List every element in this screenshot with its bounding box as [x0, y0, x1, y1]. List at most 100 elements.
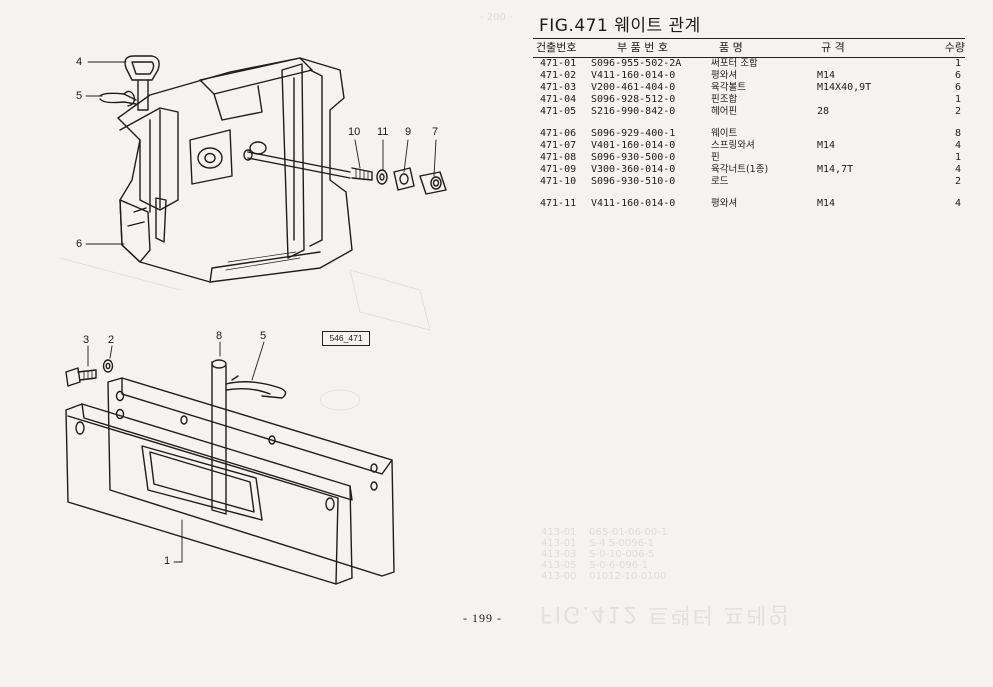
cell-qty: 4 [954, 140, 961, 151]
page-number: - 199 - [463, 611, 502, 625]
cell-ref-no: 471-03 [540, 82, 577, 93]
leader-lines-bottom [87, 341, 265, 563]
table-row: 471-05 S216-990-842-0 헤어핀 28 2 [533, 106, 965, 118]
table-row: 471-06 S096-929-400-1 웨이트 8 [533, 128, 965, 140]
cell-part-no: V411-160-014-0 [591, 198, 676, 209]
cell-qty: 4 [954, 164, 961, 175]
cell-part-name: 웨이트 [711, 128, 738, 139]
cell-part-no: S096-955-502-2A [591, 58, 682, 69]
cell-part-name: 평와셔 [711, 70, 738, 81]
cell-qty: 6 [954, 82, 961, 93]
cell-spec: M14,7T [817, 164, 854, 175]
table-row: 471-10 S096-930-510-0 로드 2 [533, 176, 965, 188]
cell-ref-no: 471-11 [540, 198, 577, 209]
cell-part-no: S216-990-842-0 [591, 106, 676, 117]
cell-spec: M14 [817, 140, 836, 151]
cell-part-name: 헤어핀 [711, 106, 738, 117]
table-row: 471-11 V411-160-014-0 평와셔 M14 4 [533, 198, 965, 210]
cell-spec: 28 [817, 106, 830, 117]
show-through-text: - 200 - [480, 12, 513, 23]
cell-ref-no: 471-05 [540, 106, 577, 117]
cell-qty: 6 [954, 70, 961, 81]
table-row: 471-01 S096-955-502-2A 써포터 조합 1 [533, 58, 965, 70]
header-name: 품 명 [719, 41, 743, 54]
cell-qty: 1 [954, 94, 961, 105]
show-through-drawing [59, 257, 431, 411]
callout-2: 2 [108, 334, 115, 346]
cell-qty: 8 [954, 128, 961, 139]
callout-8: 8 [216, 330, 223, 342]
table-row: 471-04 S096-928-512-0 핀조합 1 [533, 94, 965, 106]
header-qty: 수량 [944, 41, 965, 54]
cell-ref-no: 471-01 [540, 58, 577, 69]
cell-ref-no: 471-09 [540, 164, 577, 175]
rod-and-fasteners-drawing [243, 149, 447, 195]
callout-5: 5 [76, 90, 83, 102]
parts-list: FIG.471 웨이트 관계 건출번호 부 품 번 호 품 명 규 격 수량 4… [533, 14, 965, 210]
callout-4: 4 [76, 56, 83, 68]
cell-part-no: V300-360-014-0 [591, 164, 676, 175]
cell-part-name: 핀조합 [711, 94, 738, 105]
figure-code-box: 546_471 [322, 331, 370, 346]
cell-part-name: 육각볼트 [711, 82, 746, 93]
table-row: 471-03 V200-461-404-0 육각볼트 M14X40,9T 6 [533, 82, 965, 94]
cell-ref-no: 471-06 [540, 128, 577, 139]
cell-part-name: 핀 [711, 152, 720, 163]
cell-qty: 2 [954, 106, 961, 117]
cell-ref-no: 471-08 [540, 152, 577, 163]
cell-part-no: S096-930-500-0 [591, 152, 676, 163]
table-row: 471-02 V411-160-014-0 평와셔 M14 6 [533, 70, 965, 82]
callout-1: 1 [164, 555, 171, 567]
figure-title: FIG.471 웨이트 관계 [539, 16, 701, 36]
header-ref-no: 건출번호 [536, 41, 577, 54]
cell-part-no: S096-928-512-0 [591, 94, 676, 105]
group-spacer [533, 188, 965, 198]
callout-6: 6 [76, 238, 83, 250]
pin-assembly-drawing [124, 55, 160, 111]
cell-part-name: 육각너트(1종) [711, 164, 769, 175]
header-spec: 규 격 [821, 41, 845, 54]
callout-11: 11 [377, 126, 389, 138]
cell-qty: 1 [954, 58, 961, 69]
parts-diagram [59, 55, 447, 585]
cell-ref-no: 471-07 [540, 140, 577, 151]
cell-part-name: 써포터 조합 [711, 58, 758, 69]
cell-spec: M14 [817, 198, 836, 209]
cell-part-no: V401-160-014-0 [591, 140, 676, 151]
group-spacer [533, 118, 965, 128]
weight-plates-drawing [65, 359, 395, 585]
table-row: 471-07 V401-160-014-0 스프링와셔 M14 4 [533, 140, 965, 152]
cell-part-name: 평와셔 [711, 198, 738, 209]
callout-9: 9 [405, 126, 412, 138]
cell-part-name: 로드 [711, 176, 729, 187]
cell-ref-no: 471-10 [540, 176, 577, 187]
cell-part-no: S096-929-400-1 [591, 128, 676, 139]
table-row: 471-08 S096-930-500-0 핀 1 [533, 152, 965, 164]
cell-part-no: V200-461-404-0 [591, 82, 676, 93]
callout-3: 3 [83, 334, 90, 346]
cell-ref-no: 471-02 [540, 70, 577, 81]
show-through-title: FIG.412 트랙터 프레임 [540, 601, 791, 626]
cell-part-name: 스프링와셔 [711, 140, 755, 151]
header-part-no: 부 품 번 호 [617, 41, 668, 54]
callout-5b: 5 [260, 330, 267, 342]
cell-spec: M14 [817, 70, 836, 81]
callout-7: 7 [432, 126, 439, 138]
parts-table-header: 건출번호 부 품 번 호 품 명 규 격 수량 [533, 38, 965, 58]
cell-qty: 2 [954, 176, 961, 187]
table-row: 471-09 V300-360-014-0 육각너트(1종) M14,7T 4 [533, 164, 965, 176]
supporter-assembly-drawing [117, 57, 353, 283]
exploded-view-illustration: 4 5 6 10 11 9 7 3 2 8 5 1 546_471 [0, 0, 520, 600]
cell-ref-no: 471-04 [540, 94, 577, 105]
cell-part-no: S096-930-510-0 [591, 176, 676, 187]
cell-qty: 4 [954, 198, 961, 209]
cell-qty: 1 [954, 152, 961, 163]
cell-part-no: V411-160-014-0 [591, 70, 676, 81]
cell-spec: M14X40,9T [817, 82, 872, 93]
leader-lines-top [85, 61, 437, 245]
hair-pin-drawing [99, 90, 137, 107]
callout-10: 10 [348, 126, 361, 138]
